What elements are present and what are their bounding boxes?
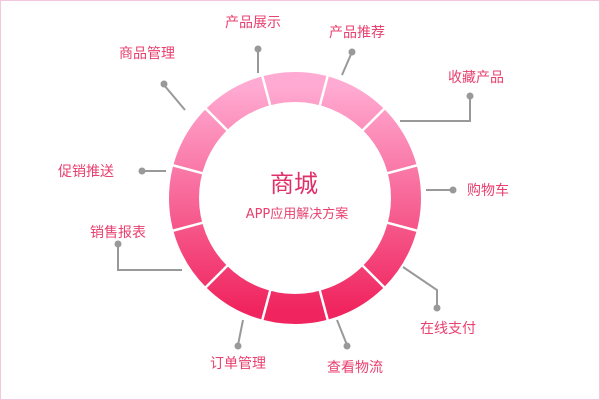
ring-segment-divider	[202, 105, 231, 134]
ring-segment-divider	[260, 73, 273, 109]
dot-product-display	[254, 45, 262, 53]
center-subtitle: APP应用解决方案	[246, 206, 349, 222]
node-label-product-display: 产品展示	[225, 15, 281, 31]
node-label-sales-report: 销售报表	[90, 225, 146, 241]
connector-dots	[114, 45, 474, 350]
ring-segment-divider	[260, 287, 273, 323]
segmented-ring	[169, 72, 421, 324]
ring-segment-divider	[384, 163, 420, 176]
ring-segment-divider	[359, 262, 388, 291]
connector-product-mgmt	[163, 84, 186, 111]
connector-orders	[237, 319, 244, 346]
node-label-payment: 在线支付	[420, 321, 476, 337]
dot-payment	[433, 304, 441, 312]
dot-favorites	[466, 92, 474, 100]
dot-logistics	[343, 342, 351, 350]
dot-promo	[138, 167, 146, 175]
dot-product-mgmt	[160, 80, 168, 88]
ring-segment-divider	[170, 220, 206, 233]
ring-segment-divider	[317, 287, 330, 323]
node-label-orders: 订单管理	[210, 356, 266, 372]
connector-favorites	[400, 97, 471, 122]
ring-base	[169, 72, 421, 324]
connector-product-recommend	[341, 51, 353, 76]
node-label-promo: 促销推送	[58, 164, 114, 180]
node-label-cart: 购物车	[467, 182, 509, 199]
ring-segment-divider	[384, 220, 420, 233]
ring-segment-divider	[359, 105, 388, 134]
dot-product-recommend	[348, 48, 356, 56]
dot-orders	[234, 342, 242, 350]
node-label-product-mgmt: 商品管理	[119, 46, 175, 62]
node-label-logistics: 查看物流	[327, 360, 383, 376]
node-label-product-recommend: 产品推荐	[329, 25, 385, 41]
connector-lines	[117, 50, 471, 346]
connector-logistics	[336, 319, 348, 346]
center-title: 商城	[270, 170, 318, 198]
ring-segment-divider	[170, 163, 206, 176]
ring-segment-divider	[202, 262, 231, 291]
node-label-favorites: 收藏产品	[448, 70, 504, 86]
ring-segment-divider	[317, 73, 330, 109]
connector-sales-report	[117, 245, 182, 271]
connector-payment	[402, 266, 438, 307]
dot-cart	[449, 186, 457, 194]
dot-sales-report	[114, 240, 122, 248]
